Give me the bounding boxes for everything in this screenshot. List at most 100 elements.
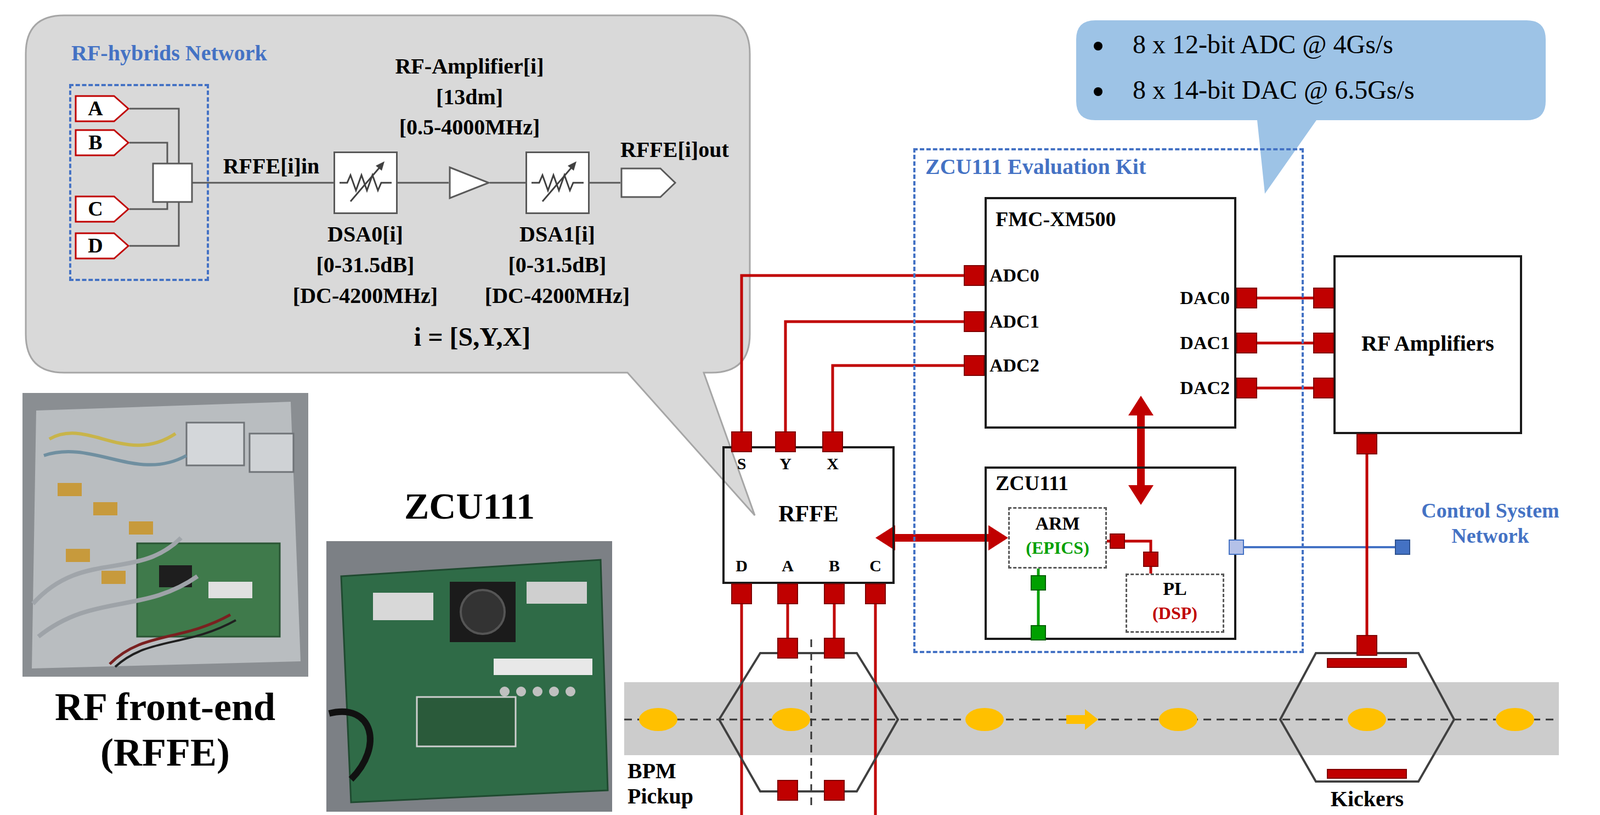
port-square <box>964 311 985 332</box>
photo-rffe <box>38 575 198 637</box>
port-square <box>731 431 752 452</box>
connector-line <box>1236 296 1334 300</box>
node-text: Kickers <box>1258 786 1477 811</box>
label-text: ADC1 <box>989 311 1100 332</box>
photo-rffe <box>43 451 187 465</box>
port-square <box>1357 433 1377 454</box>
node-text: D <box>74 234 117 258</box>
port-square <box>1313 287 1334 308</box>
pl-block: PL (DSP) <box>1125 573 1225 633</box>
connector-line <box>1106 540 1151 574</box>
port-square <box>777 779 798 800</box>
photo-rffe <box>22 392 309 677</box>
label-text: A <box>771 556 805 575</box>
label-text: B <box>817 556 851 575</box>
hybrid-wiring <box>129 201 179 246</box>
kicker-electrodes <box>1327 769 1407 778</box>
port-square <box>1313 377 1334 398</box>
hybrid-coupler <box>153 163 192 202</box>
beam-pipe <box>624 639 1559 807</box>
photo-rffe <box>208 581 253 598</box>
connector-line <box>874 583 878 815</box>
node-text: BPM Pickup <box>627 758 710 809</box>
beam-pipe <box>965 707 1004 731</box>
attenuator-box: DSA1[i][0-31.5dB][DC-4200MHz] <box>525 151 590 214</box>
connector-line <box>1236 341 1334 345</box>
photo-zcu111 <box>516 686 527 697</box>
label-text: ADC0 <box>989 264 1100 286</box>
spec-callout-shape <box>1076 20 1546 194</box>
port-pentagon: D <box>74 232 130 260</box>
bullet-dot <box>1093 41 1103 51</box>
bullet-dot <box>1093 87 1103 96</box>
photo-zcu111 <box>372 592 434 620</box>
photo-zcu111 <box>532 686 543 697</box>
node-text: B <box>74 131 117 155</box>
fmc-board: FMC-XM500 <box>984 196 1237 429</box>
photo-rffe <box>101 570 126 584</box>
output-port: RFFE[i]out <box>620 167 677 199</box>
port-pentagon: A <box>74 94 130 123</box>
attenuator-box-shape <box>335 153 397 213</box>
port-square <box>865 583 886 604</box>
connector-line <box>786 583 790 643</box>
connector <box>489 182 526 184</box>
node-text: DSA1[i] <box>475 222 640 247</box>
hybrid-wiring <box>191 182 209 184</box>
label-text: i = [S,Y,X] <box>362 322 582 352</box>
label-text: DAC1 <box>1158 332 1230 353</box>
port-square <box>1313 332 1334 353</box>
connector-line <box>1365 433 1369 643</box>
connector <box>875 524 1009 551</box>
connector <box>1366 433 1368 643</box>
zcu111-board: ZCU111ARM(EPICS) PL (DSP) <box>984 466 1237 640</box>
connector-line <box>785 321 985 446</box>
port-square <box>824 637 845 658</box>
port-square <box>1236 377 1257 398</box>
node-text: PL <box>1127 578 1223 599</box>
connector-line <box>589 182 621 184</box>
hybrid-wiring <box>129 108 209 246</box>
photo-zcu111 <box>499 686 510 697</box>
photo-zcu111 <box>493 658 593 675</box>
photo-zcu111 <box>416 696 516 746</box>
connector <box>741 583 743 815</box>
green-link <box>1037 568 1040 633</box>
node-text: (DSP) <box>1127 603 1223 623</box>
connector <box>1128 395 1154 505</box>
node-text: [0-31.5dB] <box>475 252 640 277</box>
green-link <box>1038 568 1039 633</box>
port-square <box>1357 635 1377 655</box>
hybrid-wiring <box>129 201 168 209</box>
hybrid-network-box: RF-hybrids NetworkABCD <box>69 83 209 281</box>
photo-rffe <box>93 501 118 516</box>
photo-zcu111 <box>326 540 613 812</box>
photo-rffe <box>22 392 309 677</box>
photo-rffe <box>49 432 176 445</box>
attenuator-box-shape <box>567 161 577 171</box>
kicker-shape <box>1280 652 1455 782</box>
evaluation-kit-box: ZCU111 Evaluation KitFMC-XM500ZCU111ARM(… <box>913 148 1304 653</box>
connector <box>875 583 876 815</box>
node-text: ZCU111 Evaluation Kit <box>925 154 1255 179</box>
node-text: (EPICS) <box>1009 538 1106 558</box>
beam-direction-arrow <box>1066 708 1099 730</box>
beam-pipe <box>624 681 1559 755</box>
arm-block: ARM(EPICS) <box>1008 506 1107 569</box>
connector-line <box>741 275 985 446</box>
beam-pipe <box>1495 707 1535 731</box>
connector <box>1106 540 1151 574</box>
photo-zcu111 <box>565 686 576 697</box>
photo-zcu111 <box>326 540 613 812</box>
photo-rffe <box>31 401 301 669</box>
port-square <box>777 637 798 658</box>
node-text: [0.5-4000MHz] <box>376 115 563 140</box>
node-text: ZCU111 <box>995 471 1226 495</box>
beam-pipe <box>1158 707 1198 731</box>
connector <box>1236 297 1334 299</box>
kicker-electrodes <box>1327 658 1407 778</box>
photo-zcu111 <box>549 686 559 697</box>
